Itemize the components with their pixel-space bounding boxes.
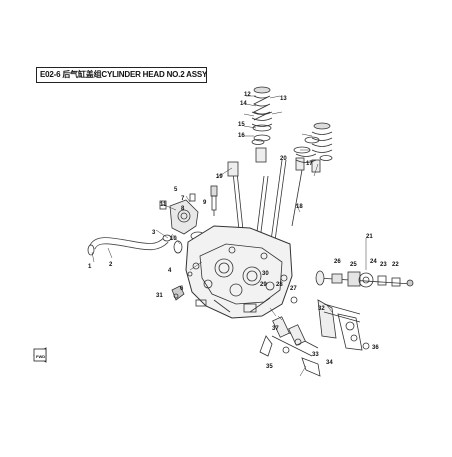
callout-36: 36: [372, 345, 379, 351]
diagram-title: E02-6 后气缸盖组CYLINDER HEAD NO.2 ASSY: [40, 70, 208, 79]
callout-14: 14: [240, 101, 247, 107]
callout-25: 25: [350, 262, 357, 268]
spark-plug: [210, 185, 218, 216]
callout-11: 11: [160, 202, 167, 208]
valve-springs-right: [293, 122, 333, 163]
callout-24: 24: [370, 259, 377, 265]
callout-28: 28: [276, 282, 283, 288]
callout-12: 12: [244, 92, 251, 98]
callout-27: 27: [290, 286, 297, 292]
callout-33: 33: [312, 352, 319, 358]
callout-22: 22: [392, 262, 399, 268]
callout-13: 13: [280, 96, 287, 102]
water-outlet-housing: [159, 193, 206, 254]
callout-37: 37: [272, 326, 279, 332]
forward-arrow-icon: [33, 347, 47, 363]
callout-6: 6: [180, 286, 184, 292]
head-fittings: [171, 262, 298, 304]
callout-5: 5: [174, 187, 178, 193]
callout-34: 34: [326, 360, 333, 366]
callout-19: 19: [216, 174, 223, 180]
callout-15: 15: [238, 122, 245, 128]
callout-10: 10: [170, 236, 177, 242]
valve-guides: [227, 147, 321, 177]
callout-20: 20: [280, 156, 287, 162]
callout-35: 35: [266, 364, 273, 370]
callout-26: 26: [334, 259, 341, 265]
callout-7: 7: [181, 196, 185, 202]
camshaft-assembly: [315, 270, 414, 288]
valve-springs-left: [251, 86, 273, 145]
callout-3: 3: [152, 230, 156, 236]
callout-16: 16: [238, 133, 245, 139]
callout-numbers: 1 2 3 4 5 6 7 8 9 10 11 12 13 14 15 16 1…: [36, 92, 399, 370]
cylinder-head-body: [185, 225, 293, 319]
callout-23: 23: [380, 262, 387, 268]
callout-17: 17: [306, 161, 313, 167]
callout-leader-lines: [91, 95, 367, 377]
callout-21: 21: [366, 234, 373, 240]
callout-30: 30: [262, 271, 269, 277]
callout-9: 9: [203, 200, 207, 206]
title-frame: [36, 67, 207, 83]
callout-31: 31: [156, 293, 163, 299]
callout-2: 2: [109, 262, 113, 268]
callout-18: 18: [296, 204, 303, 210]
callout-4: 4: [168, 268, 172, 274]
callout-29: 29: [260, 282, 267, 288]
coolant-hose: [87, 234, 172, 256]
rocker-arm-assembly: [259, 299, 370, 377]
callout-8: 8: [181, 206, 185, 212]
callout-1: 1: [88, 264, 92, 270]
callout-32: 32: [318, 306, 325, 312]
fwd-label: FWD: [36, 354, 45, 359]
